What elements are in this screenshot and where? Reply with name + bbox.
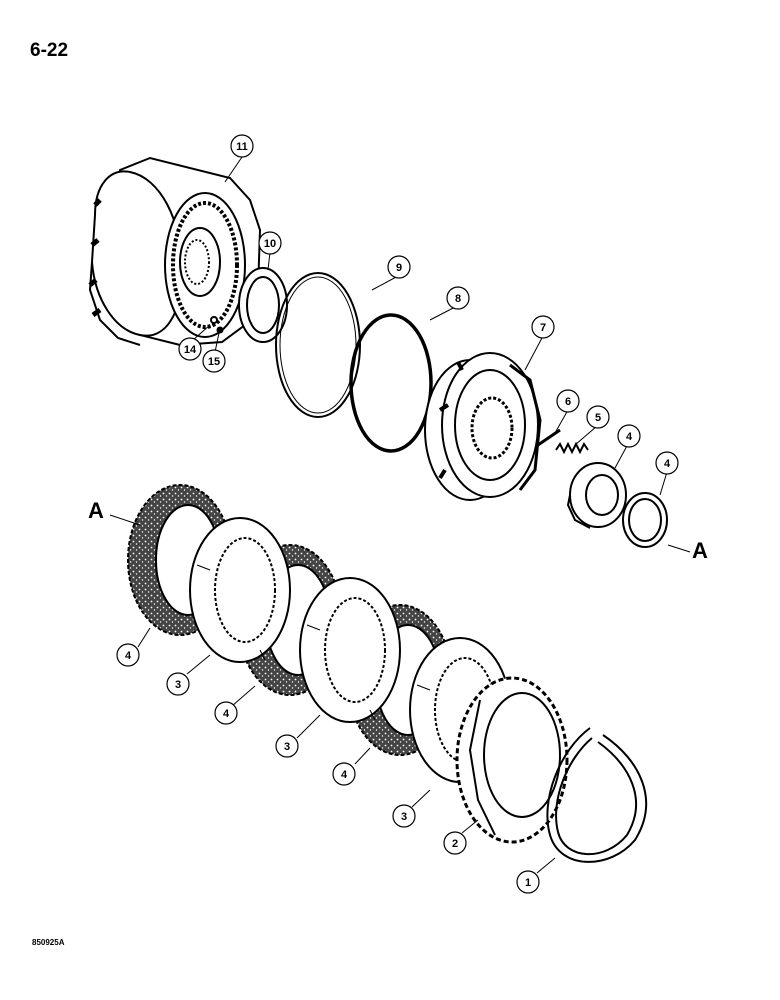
callout-10-text: 8 — [455, 293, 461, 305]
leader-lines — [109, 156, 691, 874]
part-11-seal-ring — [275, 272, 361, 418]
callout-3a-text: 3 — [175, 679, 181, 691]
callout-10: 8 — [446, 286, 470, 310]
callout-11-text: 9 — [396, 262, 402, 274]
callout-4c-text: 4 — [341, 769, 348, 781]
callout-7: 5 — [586, 405, 610, 429]
callout-9-text: 7 — [540, 322, 546, 334]
part-12-thrust-washer — [238, 267, 288, 343]
part-1-snap-ring — [546, 727, 648, 863]
callout-8-text: 6 — [565, 396, 571, 408]
callout-1: 1 — [516, 870, 540, 894]
callout-5-text: 4 — [664, 458, 671, 470]
callout-11: 9 — [387, 255, 411, 279]
callout-4a-text: 4 — [125, 650, 132, 662]
part-8-pin — [537, 428, 561, 447]
callout-14-text: 14 — [184, 344, 197, 356]
part-5-snap-ring — [622, 492, 668, 548]
callout-4b-text: 4 — [223, 708, 230, 720]
page-number: 6-22 — [30, 40, 69, 61]
part-13-clutch-hub — [88, 156, 262, 347]
callout-15-text: 15 — [208, 356, 220, 368]
steel-disc-2 — [299, 577, 401, 723]
callout-15: 15 — [202, 349, 226, 373]
callout-3c-text: 3 — [401, 811, 407, 823]
callout-2: 2 — [443, 831, 467, 855]
callout-4a: 4 — [116, 643, 140, 667]
callout-3b-text: 3 — [284, 741, 290, 753]
callout-3b: 3 — [275, 734, 299, 758]
callout-14: 14 — [178, 337, 202, 361]
callout-3c: 3 — [392, 804, 416, 828]
part-11-seal-ring-inner — [279, 276, 357, 414]
section-marker-a-right: A — [692, 538, 708, 563]
callout-4c: 4 — [332, 762, 356, 786]
section-marker-a-left: A — [88, 498, 104, 523]
callout-2-text: 2 — [452, 838, 458, 850]
callout-12: 10 — [258, 231, 282, 255]
callout-6-text: 4 — [626, 431, 633, 443]
callout-5: 4 — [655, 451, 679, 475]
callout-9: 7 — [531, 315, 555, 339]
callout-4b: 4 — [214, 701, 238, 725]
callout-8: 6 — [556, 389, 580, 413]
callout-3a: 3 — [166, 672, 190, 696]
callout-13-text: 11 — [236, 141, 248, 153]
callout-12-text: 10 — [264, 238, 276, 250]
part-10-o-ring — [349, 313, 433, 453]
callout-1-text: 1 — [525, 877, 531, 889]
part-7-spring — [555, 441, 589, 455]
figure-code: 850925A — [32, 938, 65, 947]
callout-13: 11 — [230, 134, 254, 158]
steel-disc-1 — [189, 517, 291, 663]
part-6-spring-retainer — [566, 462, 627, 529]
callout-6: 4 — [617, 424, 641, 448]
part-2-pressure-plate — [455, 676, 569, 844]
callout-7-text: 5 — [595, 412, 601, 424]
part-9-piston — [424, 352, 542, 501]
